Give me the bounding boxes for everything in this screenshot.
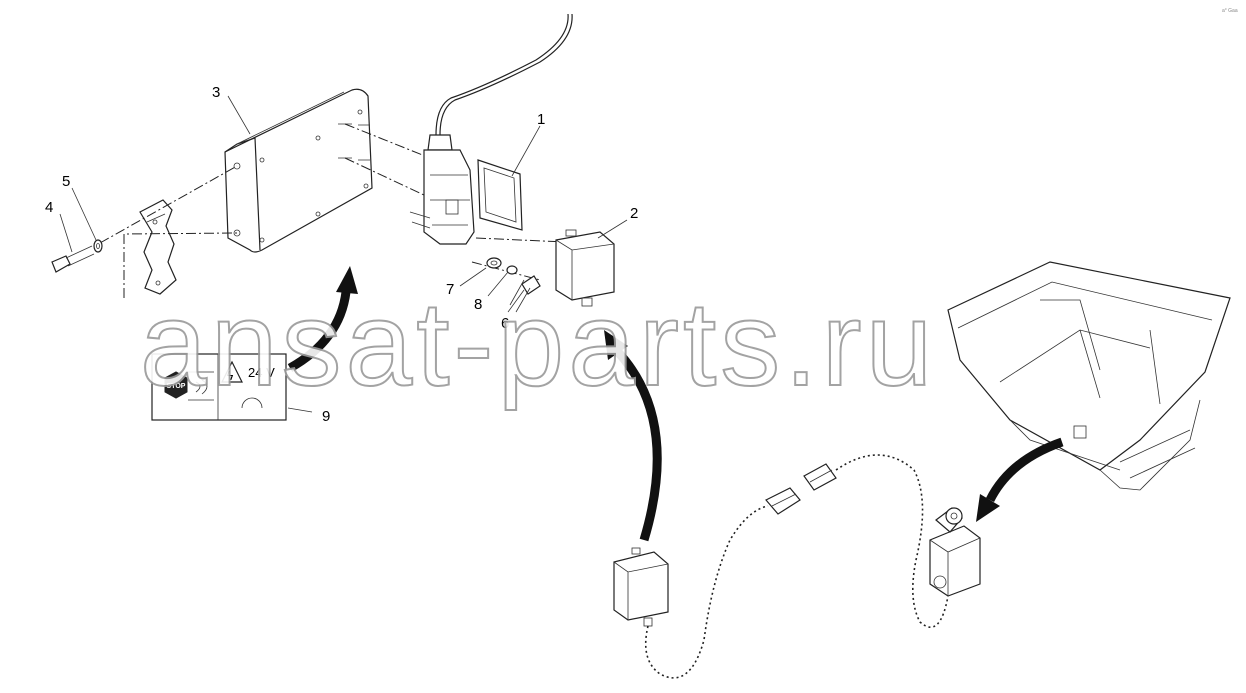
- dotted-cables: [644, 454, 949, 679]
- label-part-4: 4: [45, 199, 53, 216]
- label-part-5: 5: [62, 173, 70, 190]
- pointer-arrows: [287, 266, 1064, 542]
- connector-plugs: [765, 463, 837, 515]
- alignment-lines: [99, 123, 566, 298]
- leader-lines: [59, 95, 628, 413]
- sensor-relay: [555, 229, 615, 307]
- watermark: ansat-parts.ru: [140, 277, 936, 411]
- label-part-7: 7: [446, 281, 454, 298]
- decal-voltage: 24 V: [248, 365, 275, 380]
- label-part-8: 8: [474, 296, 482, 313]
- small-parts: [486, 257, 541, 313]
- label-part-6: 6: [501, 315, 509, 332]
- label-part-3: 3: [212, 84, 220, 101]
- screw-part-4: [51, 245, 95, 273]
- sensor-lower: [613, 547, 669, 627]
- warning-decal: STOP ϟ 24 V: [151, 353, 287, 421]
- hopper: [947, 261, 1231, 491]
- corner-mark: a° Gaa: [1222, 8, 1238, 14]
- label-part-9: 9: [322, 408, 330, 425]
- label-part-1: 1: [537, 111, 545, 128]
- limit-switch: [929, 507, 981, 597]
- control-socket: [409, 13, 573, 245]
- backing-plate: [139, 199, 177, 295]
- washer-part-5: [93, 239, 103, 253]
- label-part-2: 2: [630, 205, 638, 222]
- mounting-bracket: [224, 88, 373, 253]
- stop-sign-text: STOP: [167, 383, 186, 390]
- hazard-bolt-icon: ϟ: [227, 368, 234, 383]
